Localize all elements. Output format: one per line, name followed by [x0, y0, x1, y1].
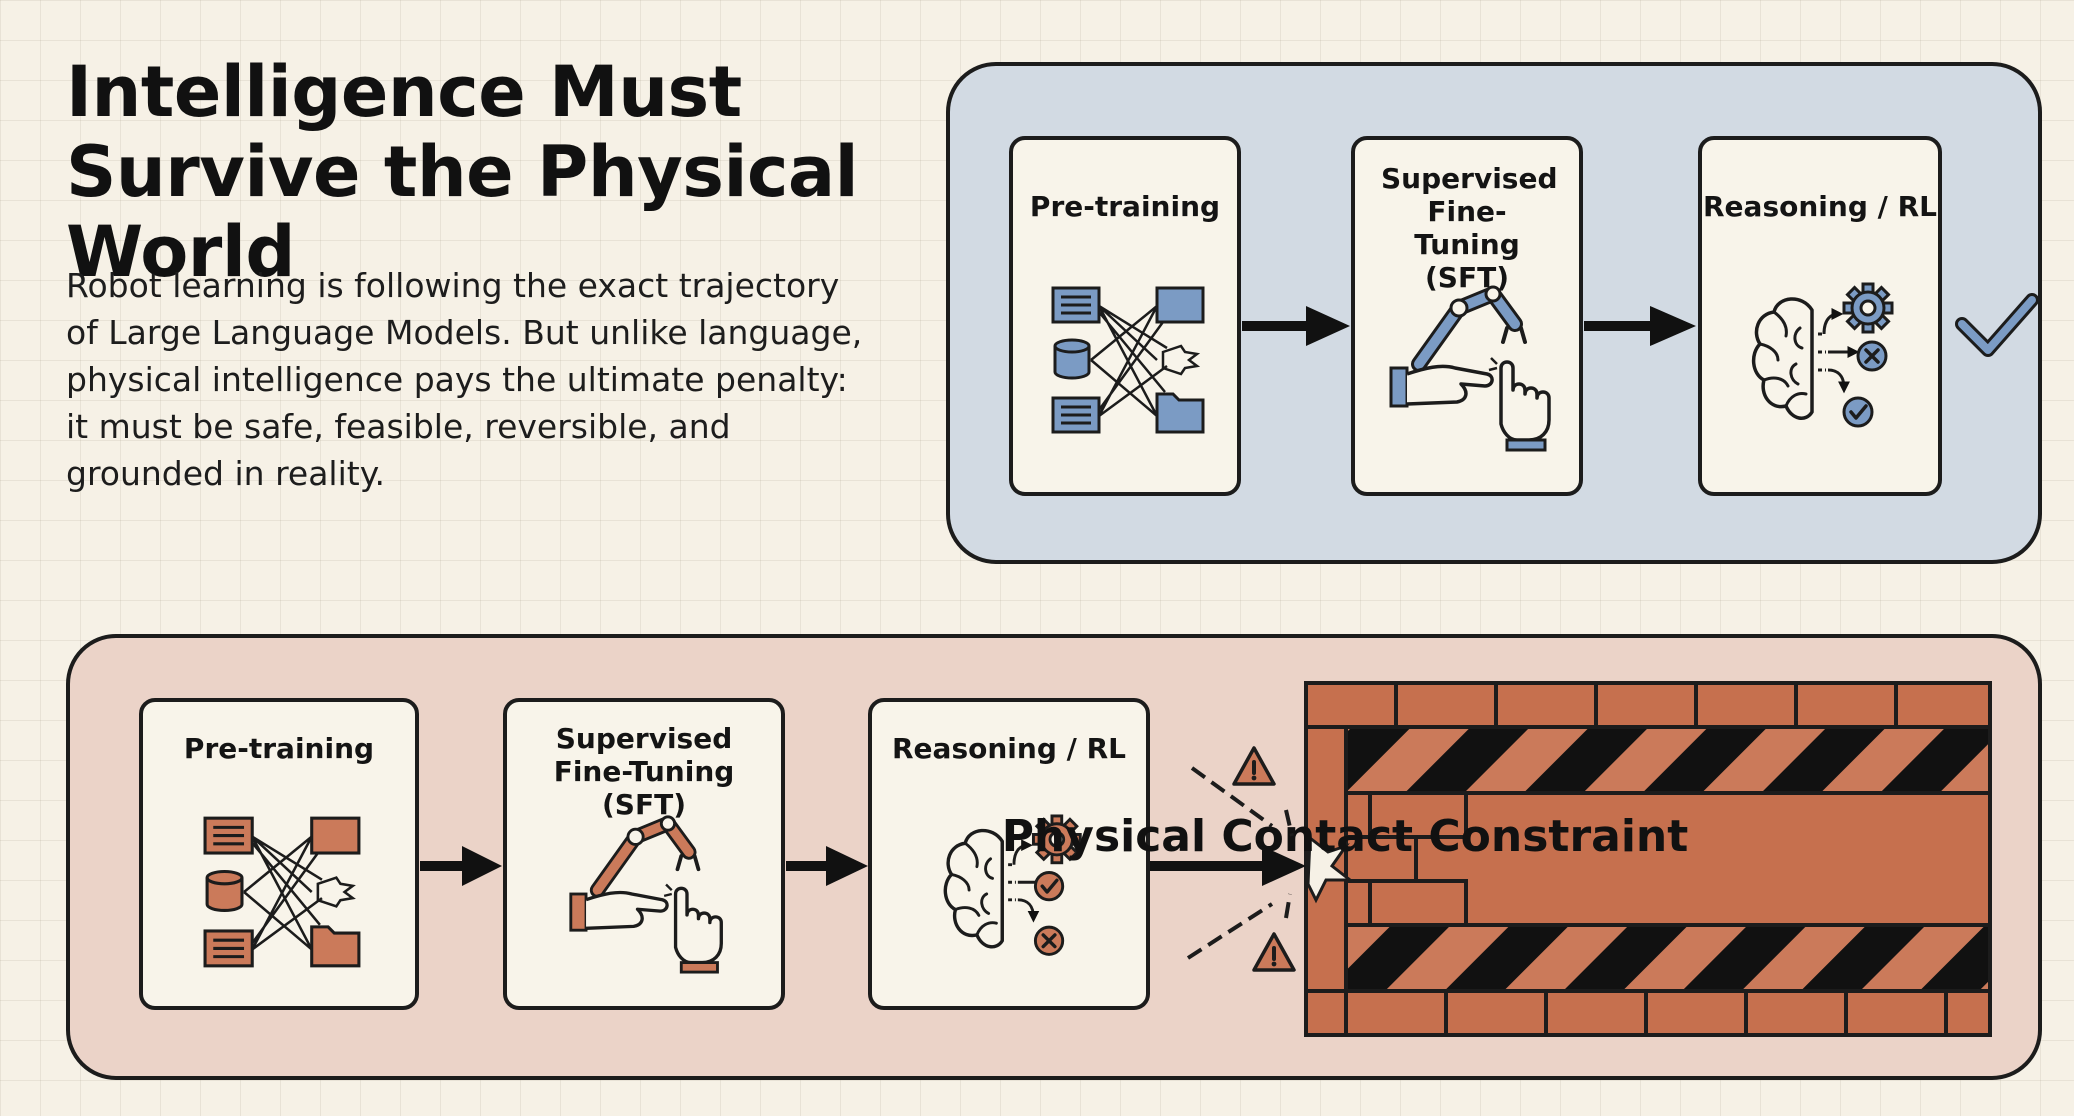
top-stage-sft: Supervised Fine-Tuning (SFT) — [1351, 136, 1583, 496]
stage-label: Pre-training — [183, 732, 375, 765]
warning-triangle-icon — [1252, 932, 1296, 972]
bottom-stage-reasoning: Reasoning / RL — [868, 698, 1150, 1010]
bottom-stage-sft: Supervised Fine-Tuning (SFT) — [503, 698, 785, 1010]
top-arrow-2 — [1584, 306, 1696, 346]
stage-label: Reasoning / RL — [1703, 190, 1937, 223]
page-title: Intelligence Must Survive the Physical W… — [66, 51, 859, 293]
intro-paragraph: Robot learning is following the exact tr… — [66, 266, 863, 493]
wall-label: Physical Contact Constraint — [1001, 811, 1689, 862]
top-arrow-1 — [1242, 306, 1350, 346]
checkmark-icon — [1955, 293, 2039, 357]
top-stage-pretraining: Pre-training — [1009, 136, 1241, 496]
stage-label: Supervised Fine-Tuning (SFT) — [1381, 162, 1558, 294]
warning-triangle-icon — [1232, 746, 1276, 786]
stage-label: Pre-training — [1029, 190, 1221, 223]
bottom-arrow-3 — [1150, 846, 1306, 886]
stage-label: Supervised Fine-Tuning (SFT) — [553, 722, 735, 821]
bottom-stage-pretraining: Pre-training — [139, 698, 419, 1010]
impact-burst-icon — [1186, 766, 1294, 960]
top-stage-reasoning: Reasoning / RL — [1698, 136, 1942, 496]
stage-label: Reasoning / RL — [892, 732, 1126, 765]
bottom-arrow-2 — [786, 846, 868, 886]
bottom-arrow-1 — [420, 846, 502, 886]
